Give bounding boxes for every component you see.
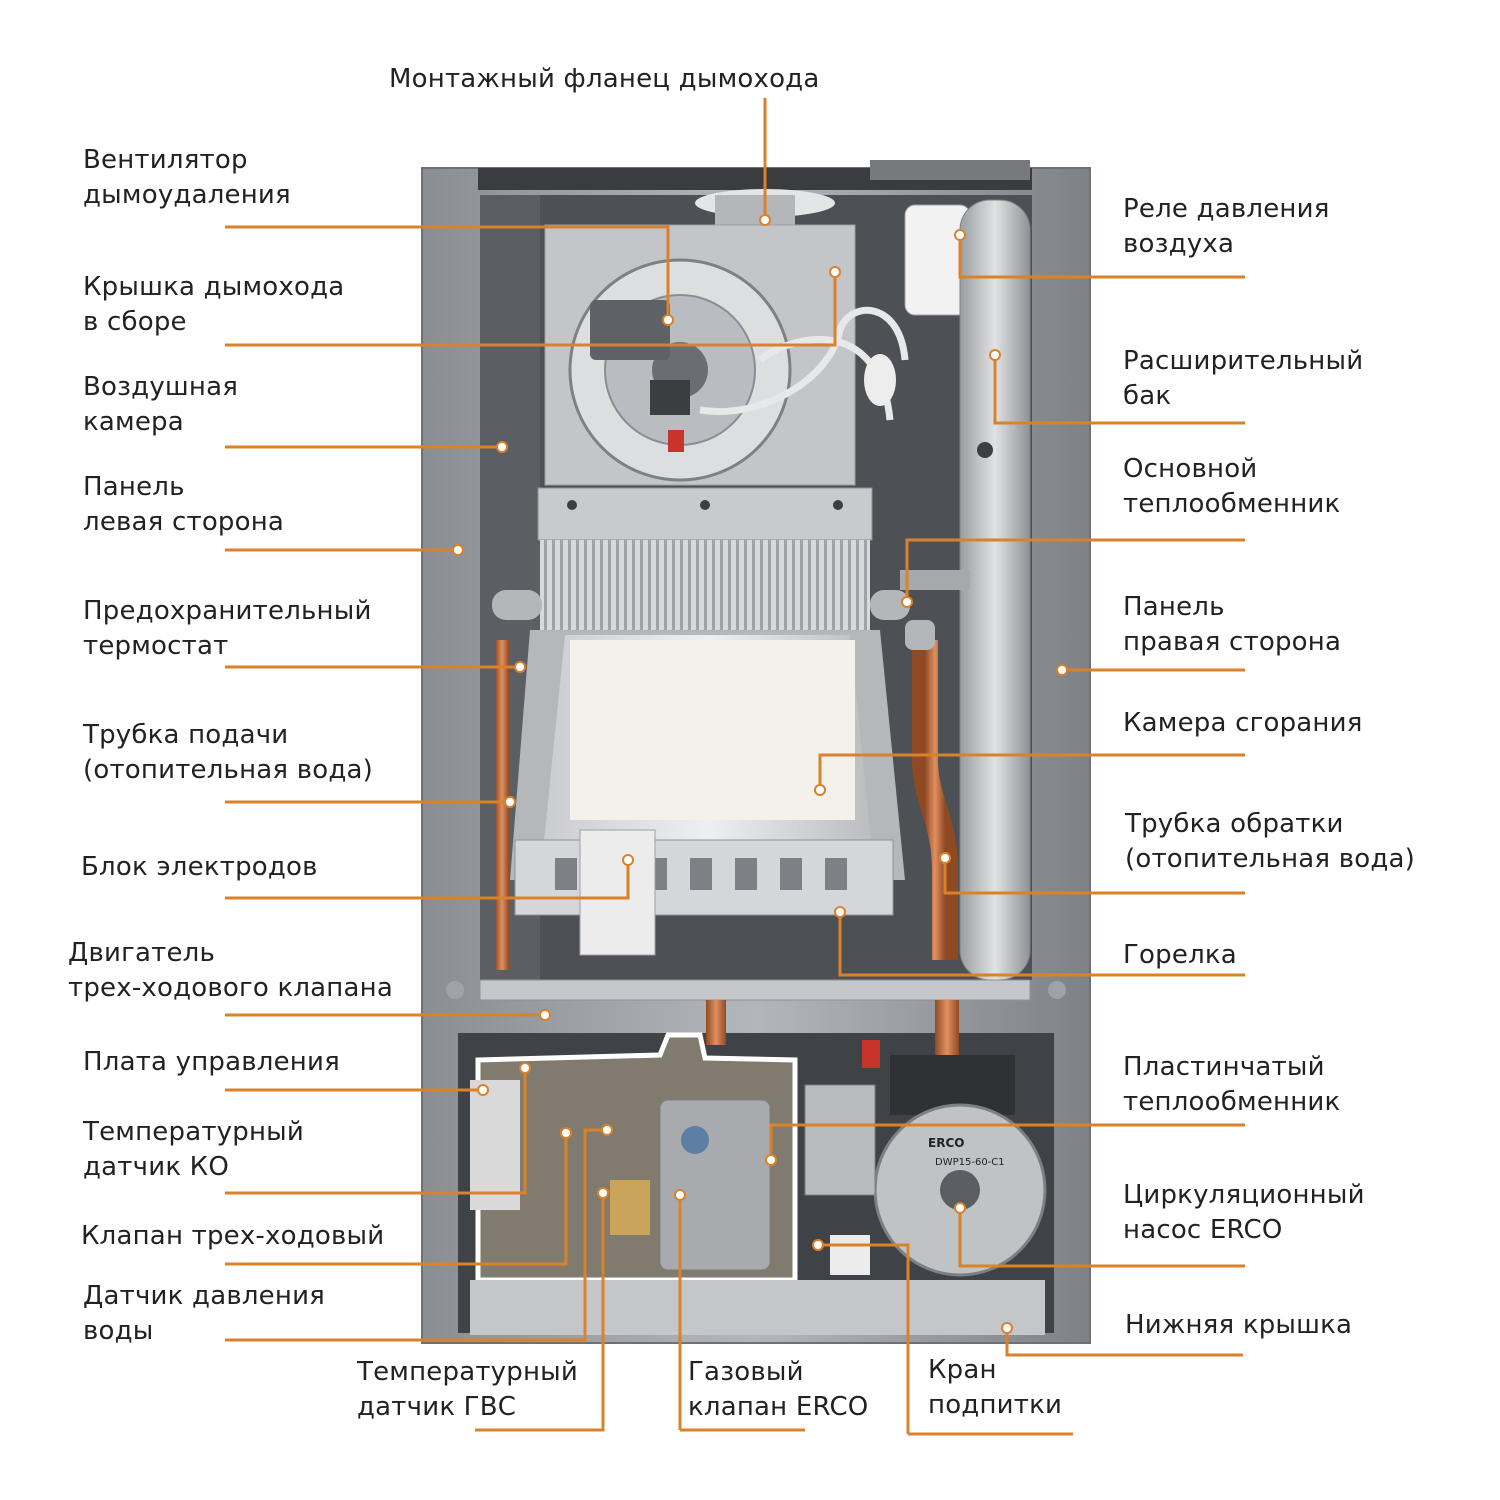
label-expansion-tank: Расширительный бак [1123, 346, 1364, 411]
brass-fitting [610, 1180, 650, 1235]
label-flue-cover: Крышка дымохода в сборе [83, 272, 345, 337]
leader-dot [597, 1187, 609, 1199]
hx-right-stub [870, 590, 910, 620]
label-flue-flange: Монтажный фланец дымохода [389, 64, 820, 94]
leader-plate-hx [769, 1123, 1245, 1160]
electrode-unit [579, 829, 656, 956]
leader-dot [812, 1239, 824, 1251]
leader-dot [452, 544, 464, 556]
leader-main-hx [905, 538, 1245, 602]
leader-return-pipe [943, 858, 1245, 895]
hx-fins [540, 540, 870, 630]
supply-pipe [495, 640, 509, 970]
label-three-way-valve: Клапан трех-ходовый [81, 1221, 385, 1251]
label-control-board: Плата управления [83, 1047, 340, 1077]
label-fan: Вентилятор дымоудаления [83, 145, 291, 210]
leader-fan [225, 225, 670, 320]
leader-dot [496, 441, 508, 453]
leader-air-pressure-relay [958, 235, 1245, 279]
shelf-right [900, 570, 970, 590]
leader-circulation-pump [958, 1208, 1245, 1268]
label-safety-thermostat: Предохранительный термостат [83, 596, 372, 661]
label-main-heat-exchanger: Основной теплообменник [1123, 454, 1341, 519]
leader-dot [954, 229, 966, 241]
label-burner: Горелка [1123, 940, 1237, 970]
leader-expansion-tank [993, 355, 1245, 425]
divider-rail [479, 979, 1031, 1001]
leader-electrode-block [225, 860, 630, 900]
leader-dot [901, 596, 913, 608]
leader-dot [560, 1127, 572, 1139]
label-right-panel: Панель правая сторона [1123, 592, 1342, 657]
expansion-tank [959, 199, 1031, 981]
leader-dot [519, 1062, 531, 1074]
leader-dot [662, 314, 674, 326]
leader-three-way-valve [225, 1133, 568, 1266]
leader-dhw-temp-sensor [475, 1193, 605, 1432]
leader-dot [477, 1084, 489, 1096]
leader-dot [765, 1154, 777, 1166]
top-right-cap [870, 160, 1030, 180]
label-valve-motor: Двигатель трех-ходового клапана [68, 938, 393, 1003]
hx-top-plate [537, 487, 873, 541]
label-return-pipe: Трубка обратки (отопительная вода) [1125, 809, 1416, 874]
leader-bottom-cover [1005, 1328, 1243, 1357]
label-left-panel: Панель левая сторона [83, 472, 285, 537]
leader-dot [622, 854, 634, 866]
control-board-box [470, 1080, 520, 1210]
label-supply-pipe: Трубка подачи (отопительная вода) [83, 720, 374, 785]
label-ch-temp-sensor: Температурный датчик КО [83, 1117, 304, 1182]
leader-dot [989, 349, 1001, 361]
fan-motor [590, 300, 670, 360]
label-electrode-block: Блок электродов [81, 852, 318, 882]
leader-dot [674, 1189, 686, 1201]
air-tube [699, 306, 909, 415]
label-circulation-pump: Циркуляционный насос ERCO [1123, 1180, 1365, 1245]
label-plate-heat-exchanger: Пластинчатый теплообменник [1123, 1052, 1341, 1117]
plate-hx [804, 1084, 876, 1196]
leader-burner [838, 912, 1245, 977]
label-combustion-chamber: Камера сгорания [1123, 708, 1363, 738]
leader-dot [939, 852, 951, 864]
leader-dot [1001, 1322, 1013, 1334]
leader-combustion-chamber [818, 753, 1245, 790]
leader-dot [759, 214, 771, 226]
leader-dot [539, 1009, 551, 1021]
label-dhw-temp-sensor: Температурный датчик ГВС [357, 1357, 578, 1422]
leader-lines [225, 98, 1245, 1436]
label-bottom-cover: Нижняя крышка [1125, 1310, 1353, 1340]
fan-connector [650, 380, 690, 415]
pump-red-valve [862, 1040, 880, 1068]
gas-valve-body [659, 1099, 771, 1271]
leader-dot [814, 784, 826, 796]
leader-dot [954, 1202, 966, 1214]
leader-dot [1056, 664, 1068, 676]
leader-flue-cover [225, 272, 837, 347]
leader-fill-tap-v [818, 1243, 910, 1434]
pump-brand: ERCO [928, 1136, 964, 1150]
fan-red-cap [668, 430, 684, 452]
bottom-cover [470, 1280, 1045, 1335]
label-air-pressure-relay: Реле давления воздуха [1123, 194, 1330, 259]
label-water-pressure-sensor: Датчик давления воды [83, 1281, 326, 1346]
leader-dot [601, 1124, 613, 1136]
leader-ch-temp-sensor [225, 1068, 527, 1195]
leader-dot [504, 796, 516, 808]
label-air-chamber: Воздушная камера [83, 372, 239, 437]
hx-left-stub [492, 590, 542, 620]
pump-model: DWP15-60-C1 [935, 1157, 1005, 1168]
label-fill-tap: Кран подпитки [928, 1355, 1063, 1420]
leader-water-pressure [225, 1128, 607, 1342]
label-gas-valve: Газовый клапан ERCO [688, 1357, 869, 1422]
leader-dot [834, 906, 846, 918]
leader-dot [829, 266, 841, 278]
leader-dot [514, 661, 526, 673]
